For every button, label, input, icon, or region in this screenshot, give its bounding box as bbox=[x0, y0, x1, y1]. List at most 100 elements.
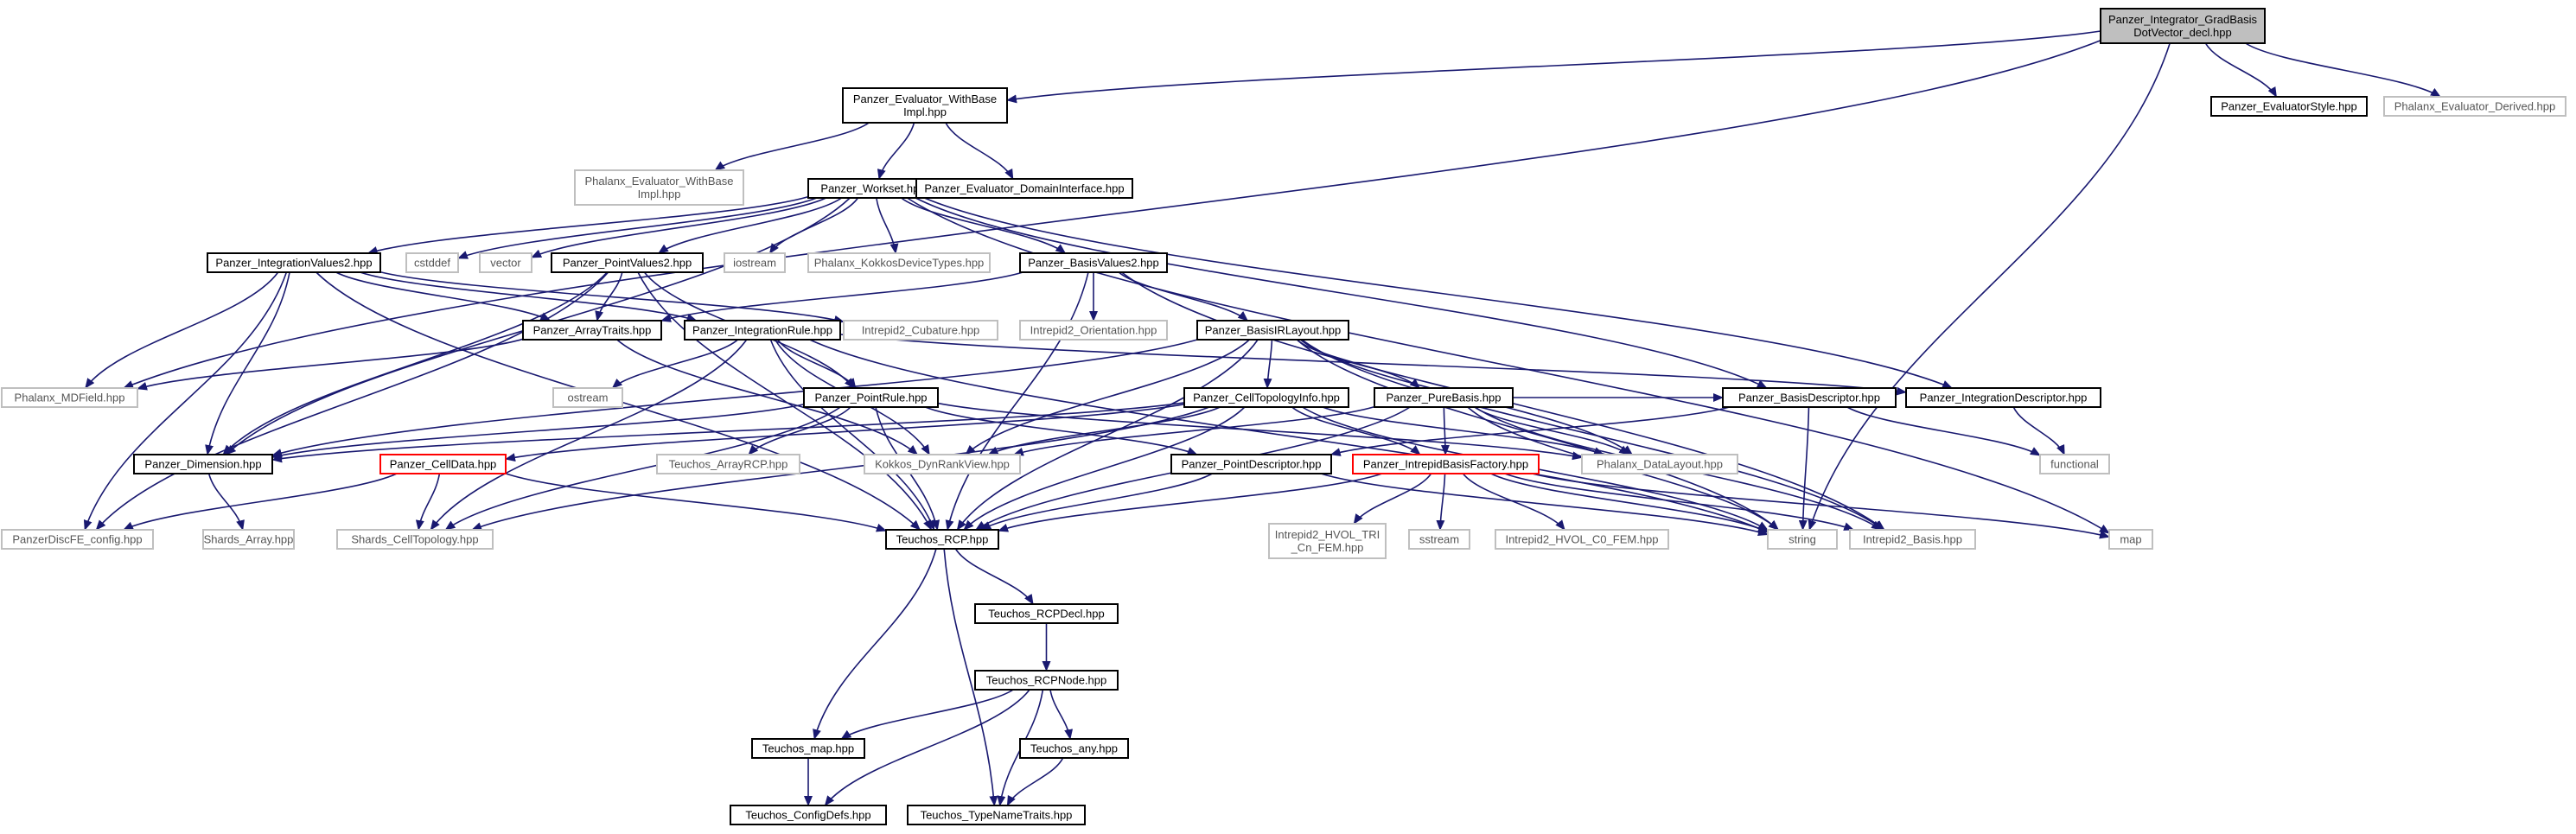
graph-node-cub: Intrepid2_Cubature.hpp bbox=[843, 320, 998, 341]
edge-root-to-estyle bbox=[2204, 42, 2278, 98]
edge-ewbi-to-edomain bbox=[945, 122, 1014, 180]
edge-iv2-to-pdfc bbox=[83, 271, 288, 531]
graph-node-pdl: Phalanx_DataLayout.hpp bbox=[1581, 454, 1738, 474]
node-label: Teuchos_ConfigDefs.hpp bbox=[745, 809, 870, 822]
node-label: Teuchos_map.hpp bbox=[762, 742, 854, 755]
node-frame bbox=[336, 529, 494, 550]
graph-node-workset[interactable]: Panzer_Workset.hpp bbox=[807, 178, 939, 199]
graph-node-tmap[interactable]: Teuchos_map.hpp bbox=[751, 738, 865, 759]
graph-node-edomain[interactable]: Panzer_Evaluator_DomainInterface.hpp bbox=[915, 178, 1133, 199]
graph-node-trcp[interactable]: Teuchos_RCP.hpp bbox=[885, 529, 999, 550]
graph-node-pbasis[interactable]: Panzer_PureBasis.hpp bbox=[1374, 387, 1514, 408]
node-label: Panzer_IntegrationDescriptor.hpp bbox=[1920, 392, 2088, 404]
graph-node-bv2[interactable]: Panzer_BasisValues2.hpp bbox=[1019, 252, 1168, 273]
edge-pbasis-to-kdrv bbox=[1012, 405, 1375, 456]
graph-node-ibf[interactable]: Panzer_IntrepidBasisFactory.hpp bbox=[1352, 454, 1540, 474]
graph-node-dim[interactable]: Panzer_Dimension.hpp bbox=[133, 454, 273, 474]
graph-node-prule[interactable]: Panzer_PointRule.hpp bbox=[803, 387, 939, 408]
edge-workset-to-iostream bbox=[768, 197, 859, 254]
node-frame bbox=[552, 387, 623, 408]
node-label: Phalanx_Evaluator_WithBase bbox=[585, 175, 734, 188]
edge-irule-to-sct bbox=[430, 339, 748, 531]
node-label: Phalanx_Evaluator_Derived.hpp bbox=[2394, 100, 2555, 113]
node-frame bbox=[1, 387, 138, 408]
graph-node-celldata[interactable]: Panzer_CellData.hpp bbox=[379, 454, 507, 474]
node-frame bbox=[1196, 320, 1349, 341]
graph-node-cti[interactable]: Panzer_CellTopologyInfo.hpp bbox=[1183, 387, 1349, 408]
graph-node-ttnt[interactable]: Teuchos_TypeNameTraits.hpp bbox=[907, 805, 1086, 825]
node-frame bbox=[1374, 387, 1514, 408]
edge-birl-to-trcp bbox=[956, 339, 1259, 531]
edge-bdesc-to-functional bbox=[1846, 406, 2041, 456]
graph-node-tany[interactable]: Teuchos_any.hpp bbox=[1019, 738, 1129, 759]
graph-node-vector: vector bbox=[479, 252, 532, 273]
graph-node-tconf[interactable]: Teuchos_ConfigDefs.hpp bbox=[730, 805, 887, 825]
node-frame bbox=[479, 252, 532, 273]
edge-ibf-to-map bbox=[1532, 473, 2110, 539]
graph-node-idesc[interactable]: Panzer_IntegrationDescriptor.hpp bbox=[1905, 387, 2101, 408]
node-frame bbox=[1019, 252, 1168, 273]
edge-irule-to-prule bbox=[777, 339, 857, 389]
edge-prule-to-dim bbox=[271, 403, 805, 460]
node-label: Panzer_PointRule.hpp bbox=[814, 392, 927, 404]
edge-tany-to-ttnt bbox=[1006, 757, 1064, 806]
node-frame bbox=[1581, 454, 1738, 474]
graph-node-arrtr[interactable]: Panzer_ArrayTraits.hpp bbox=[522, 320, 662, 341]
edge-bv2-to-arrtr bbox=[660, 271, 1023, 322]
node-frame bbox=[864, 454, 1021, 474]
edge-pbasis-to-pdl bbox=[1474, 406, 1630, 455]
graph-node-birl[interactable]: Panzer_BasisIRLayout.hpp bbox=[1196, 320, 1349, 341]
edge-root-to-string bbox=[1808, 42, 2171, 531]
graph-node-iv2[interactable]: Panzer_IntegrationValues2.hpp bbox=[207, 252, 381, 273]
graph-node-irule[interactable]: Panzer_IntegrationRule.hpp bbox=[684, 320, 841, 341]
node-frame bbox=[1767, 529, 1838, 550]
node-label: ostream bbox=[568, 392, 609, 404]
node-frame bbox=[751, 738, 865, 759]
node-frame bbox=[1905, 387, 2101, 408]
edge-pv2-to-pdfc bbox=[95, 271, 609, 531]
edge-workset-to-cstddef bbox=[457, 197, 818, 259]
graph-node-kdrv: Kokkos_DynRankView.hpp bbox=[864, 454, 1021, 474]
node-label: vector bbox=[490, 257, 521, 270]
edges-layer bbox=[83, 30, 2441, 806]
edge-ibf-to-ibasis bbox=[1504, 473, 1855, 531]
graph-node-pdesc[interactable]: Panzer_PointDescriptor.hpp bbox=[1170, 454, 1332, 474]
edge-pv2-to-dim bbox=[222, 271, 608, 455]
node-label: functional bbox=[2050, 458, 2099, 471]
edge-pdesc-to-string bbox=[1320, 473, 1769, 537]
edge-irule-to-idesc bbox=[839, 334, 1907, 396]
graph-node-sstream: sstream bbox=[1408, 529, 1470, 550]
graph-node-kdt: Phalanx_KokkosDeviceTypes.hpp bbox=[807, 252, 991, 273]
edge-cti-to-trcp bbox=[963, 406, 1246, 531]
edge-iv2-to-dim bbox=[205, 271, 290, 455]
edge-irule-to-string bbox=[809, 339, 1769, 533]
edge-celldata-to-pdfc bbox=[123, 473, 398, 531]
node-label: Panzer_IntegrationRule.hpp bbox=[692, 324, 832, 337]
graph-node-trcpnode[interactable]: Teuchos_RCPNode.hpp bbox=[974, 670, 1119, 691]
graph-node-ostream: ostream bbox=[552, 387, 623, 408]
graph-node-mdfield: Phalanx_MDField.hpp bbox=[1, 387, 138, 408]
edge-trcp-to-tmap bbox=[813, 548, 937, 740]
edge-prule-to-tarcp bbox=[748, 406, 851, 455]
edge-pdesc-to-trcp bbox=[980, 473, 1213, 531]
graph-node-trcpdecl[interactable]: Teuchos_RCPDecl.hpp bbox=[974, 603, 1119, 624]
node-frame bbox=[574, 169, 744, 206]
nodes-layer: Panzer_Integrator_GradBasisDotVector_dec… bbox=[1, 8, 2566, 825]
graph-node-root[interactable]: Panzer_Integrator_GradBasisDotVector_dec… bbox=[2100, 8, 2266, 44]
graph-node-bdesc[interactable]: Panzer_BasisDescriptor.hpp bbox=[1722, 387, 1897, 408]
node-frame bbox=[405, 252, 459, 273]
edge-iv2-to-cub bbox=[379, 271, 845, 324]
node-frame bbox=[133, 454, 273, 474]
edge-ibf-to-hc0 bbox=[1462, 473, 1565, 531]
node-frame bbox=[1352, 454, 1540, 474]
edge-cti-to-ibf bbox=[1291, 406, 1421, 455]
graph-node-ederived: Phalanx_Evaluator_Derived.hpp bbox=[2383, 96, 2566, 117]
edge-iv2-to-arrtr bbox=[335, 271, 552, 322]
edge-workset-to-kdt bbox=[876, 197, 899, 254]
edge-trcp-to-ttnt bbox=[943, 548, 998, 806]
node-frame bbox=[1408, 529, 1470, 550]
graph-node-pv2[interactable]: Panzer_PointValues2.hpp bbox=[551, 252, 704, 273]
graph-node-estyle[interactable]: Panzer_EvaluatorStyle.hpp bbox=[2210, 96, 2368, 117]
graph-node-string: string bbox=[1767, 529, 1838, 550]
